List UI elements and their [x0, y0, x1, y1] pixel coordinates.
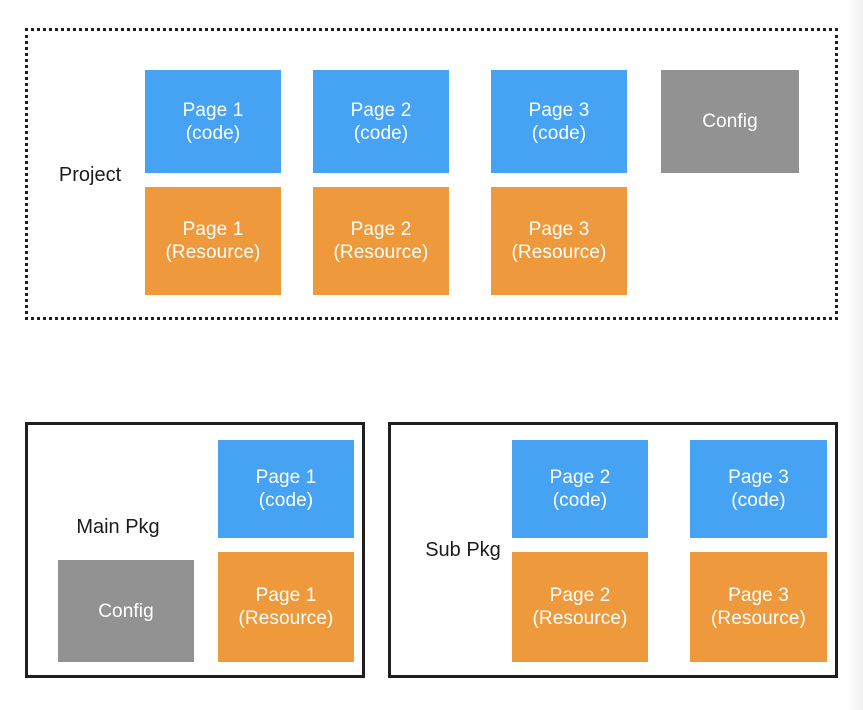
node-label: Page 3 (code): [728, 467, 789, 511]
node-project-page2-code[interactable]: Page 2 (code): [313, 70, 449, 173]
node-label: Page 3 (Resource): [511, 219, 607, 263]
node-label: Page 1 (code): [255, 467, 317, 511]
node-label: Page 3 (code): [528, 99, 590, 144]
node-project-page2-resource[interactable]: Page 2 (Resource): [313, 187, 449, 295]
node-sub-page3-code[interactable]: Page 3 (code): [690, 440, 827, 538]
node-main-page1-code[interactable]: Page 1 (code): [218, 440, 354, 538]
group-project-label: Project: [58, 164, 122, 186]
node-label: Page 1 (code): [182, 99, 244, 144]
page-edge-strip: [849, 0, 863, 710]
group-sub-pkg-label: Sub Pkg: [425, 539, 501, 561]
group-main-pkg-label: Main Pkg: [76, 516, 160, 538]
node-project-config[interactable]: Config: [661, 70, 799, 173]
node-main-config[interactable]: Config: [58, 560, 194, 662]
node-sub-page2-code[interactable]: Page 2 (code): [512, 440, 648, 538]
node-sub-page3-resource[interactable]: Page 3 (Resource): [690, 552, 827, 662]
node-label: Page 3 (Resource): [711, 585, 806, 629]
node-sub-page2-resource[interactable]: Page 2 (Resource): [512, 552, 648, 662]
node-label: Config: [98, 600, 154, 622]
node-project-page3-resource[interactable]: Page 3 (Resource): [491, 187, 627, 295]
node-label: Config: [702, 111, 758, 132]
node-label: Page 2 (code): [350, 99, 412, 144]
node-label: Page 1 (Resource): [238, 585, 334, 629]
node-project-page1-resource[interactable]: Page 1 (Resource): [145, 187, 281, 295]
node-label: Page 1 (Resource): [165, 219, 261, 263]
node-project-page3-code[interactable]: Page 3 (code): [491, 70, 627, 173]
node-project-page1-code[interactable]: Page 1 (code): [145, 70, 281, 173]
node-label: Page 2 (Resource): [532, 585, 628, 629]
node-main-page1-resource[interactable]: Page 1 (Resource): [218, 552, 354, 662]
node-label: Page 2 (code): [549, 467, 611, 511]
node-label: Page 2 (Resource): [333, 219, 429, 263]
